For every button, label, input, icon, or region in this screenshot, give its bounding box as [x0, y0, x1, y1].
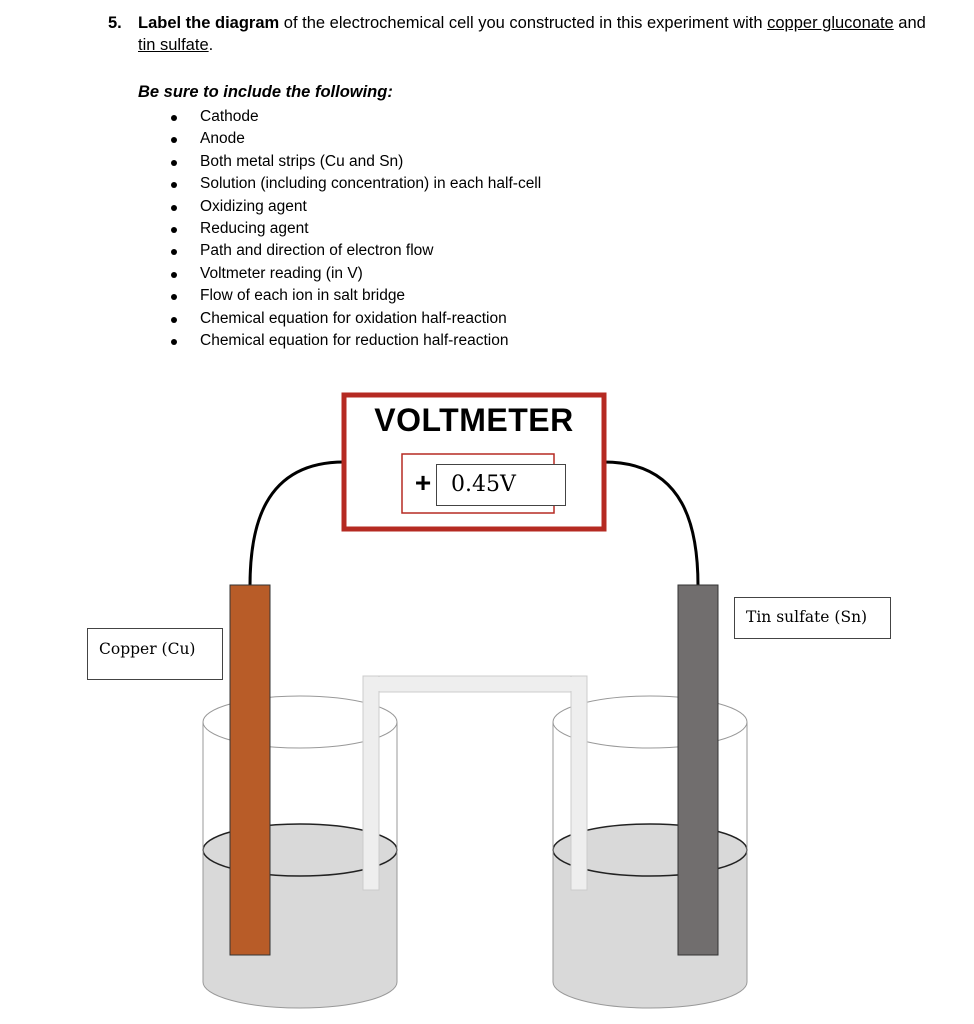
list-item: Both metal strips (Cu and Sn) — [138, 151, 541, 173]
salt-bridge — [362, 675, 588, 891]
copper-strip — [229, 584, 271, 956]
tin-strip — [677, 584, 719, 956]
voltmeter-positive-terminal: + — [414, 467, 432, 498]
question-text-2: and — [893, 14, 926, 32]
tin-sulfate-link: tin sulfate — [138, 36, 209, 54]
voltmeter-title: VOLTMETER — [374, 402, 574, 438]
list-item: Oxidizing agent — [138, 196, 541, 218]
right-wire — [603, 460, 700, 587]
question-text: 5. Label the diagram of the electrochemi… — [108, 12, 928, 56]
instructions-heading: Be sure to include the following: — [138, 83, 393, 101]
list-item: Flow of each ion in salt bridge — [138, 285, 541, 307]
question-bold-lead: Label the diagram — [138, 14, 280, 32]
copper-gluconate-link: copper gluconate — [767, 14, 894, 32]
copper-label-box[interactable]: Copper (Cu) — [87, 628, 223, 680]
list-item: Chemical equation for oxidation half-rea… — [138, 308, 541, 330]
question-body: Label the diagram of the electrochemical… — [138, 12, 928, 56]
list-item: Path and direction of electron flow — [138, 240, 541, 262]
question-text-1: of the electrochemical cell you construc… — [279, 14, 768, 32]
list-item: Cathode — [138, 106, 541, 128]
list-item: Solution (including concentration) in ea… — [138, 173, 541, 195]
requirements-list: Cathode Anode Both metal strips (Cu and … — [138, 106, 541, 352]
tin-sulfate-label: Tin sulfate (Sn) — [746, 608, 868, 626]
voltmeter-reading: 0.45V — [436, 464, 566, 506]
question-text-3: . — [208, 36, 214, 54]
list-item: Chemical equation for reduction half-rea… — [138, 330, 541, 352]
list-item: Reducing agent — [138, 218, 541, 240]
list-item: Anode — [138, 128, 541, 150]
left-wire — [248, 460, 345, 587]
question-number: 5. — [108, 14, 122, 32]
tin-sulfate-label-box[interactable]: Tin sulfate (Sn) — [734, 597, 891, 639]
copper-label: Copper (Cu) — [99, 640, 196, 658]
list-item: Voltmeter reading (in V) — [138, 263, 541, 285]
